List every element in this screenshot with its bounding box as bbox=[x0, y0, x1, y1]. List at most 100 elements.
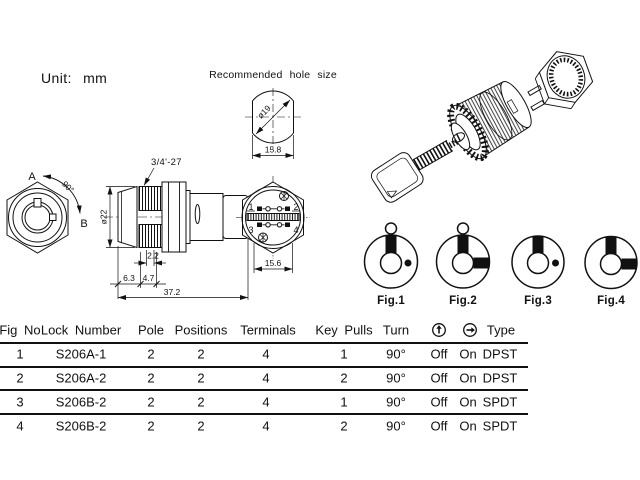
cell-turn: 90° bbox=[386, 418, 406, 434]
cell-fig-no: 2 bbox=[16, 370, 24, 386]
side-view-drawing: ø22 3/4'-27 2.2 6.3 4.7 37.2 bbox=[99, 157, 268, 300]
terminal-3-label: 3 bbox=[248, 225, 253, 235]
exploded-view-illustration bbox=[370, 51, 594, 203]
header-turn: Turn bbox=[382, 322, 410, 338]
fig3-diagram: Fig.3 bbox=[511, 235, 565, 307]
cell-key-pulls: 1 bbox=[340, 394, 348, 410]
rotation-arc-90deg bbox=[42, 174, 82, 214]
thread-spec-callout: 3/4'-27 bbox=[143, 157, 182, 186]
key-slot bbox=[246, 213, 300, 221]
cell-type: SPDT bbox=[482, 394, 518, 410]
cell-positions: 2 bbox=[197, 346, 205, 362]
fig4-label: Fig.4 bbox=[597, 295, 625, 307]
table-divider bbox=[0, 389, 528, 391]
cell-off: Off bbox=[430, 394, 448, 410]
screw-bottom bbox=[258, 232, 268, 243]
mounting-nut bbox=[534, 51, 594, 110]
cell-terminals: 4 bbox=[262, 418, 270, 434]
hole-outline bbox=[252, 90, 294, 144]
cell-on: On bbox=[459, 418, 477, 434]
fig4-diagram: Fig.4 bbox=[584, 235, 638, 307]
dim-front-sections: 6.3 4.7 bbox=[110, 246, 166, 299]
position-a-label: A bbox=[28, 171, 36, 183]
bezel-head bbox=[117, 185, 138, 249]
cell-positions: 2 bbox=[197, 370, 205, 386]
table-divider bbox=[0, 365, 528, 368]
header-lock-number: Lock Number bbox=[40, 322, 122, 338]
header-pole: Pole bbox=[137, 322, 165, 338]
dim-hole-width: 15.8 bbox=[252, 135, 294, 159]
key-shaft-knurl bbox=[413, 140, 453, 171]
cell-type: SPDT bbox=[482, 418, 518, 434]
table-divider bbox=[0, 412, 528, 415]
front-side-notch bbox=[49, 213, 57, 221]
thread-section-top bbox=[138, 186, 163, 211]
fig1-diagram: Fig.1 bbox=[363, 222, 419, 307]
rotation-angle-label: 90° bbox=[60, 179, 76, 195]
header-type: Type bbox=[486, 322, 516, 338]
key-removal-circle bbox=[456, 222, 470, 235]
hole-size-title: Recommended hole size bbox=[209, 69, 337, 81]
washer bbox=[185, 190, 191, 244]
terminal-contacts: 1 2 3 4 bbox=[247, 202, 300, 235]
cell-type: DPST bbox=[482, 346, 518, 362]
cell-lock-number: S206B-2 bbox=[55, 418, 107, 434]
header-terminals: Terminals bbox=[240, 322, 296, 338]
cell-key-pulls: 2 bbox=[340, 418, 348, 434]
key-position-figures: Fig.1 Fig.2 Fig.3 Fig.4 bbox=[363, 222, 638, 307]
cell-on: On bbox=[459, 370, 477, 386]
terminal-4-label: 4 bbox=[293, 225, 298, 235]
svg-text:15.6: 15.6 bbox=[265, 258, 282, 268]
dim-diameter-22: ø22 bbox=[99, 186, 135, 248]
cell-positions: 2 bbox=[197, 418, 205, 434]
fig3-label: Fig.3 bbox=[524, 295, 552, 307]
cell-positions: 2 bbox=[197, 394, 205, 410]
cell-key-pulls: 2 bbox=[340, 370, 348, 386]
svg-text:37.2: 37.2 bbox=[164, 287, 181, 297]
cell-turn: 90° bbox=[386, 370, 406, 386]
cell-fig-no: 4 bbox=[16, 418, 24, 434]
fig2-diagram: Fig.2 bbox=[435, 222, 491, 307]
back-view-drawing: 1 2 3 4 15 bbox=[236, 176, 310, 273]
nut-thread-ring bbox=[548, 57, 584, 97]
table-divider bbox=[0, 342, 528, 344]
circled-right-arrow-icon bbox=[463, 323, 478, 338]
dim-back-width: 15.6 bbox=[253, 243, 293, 273]
header-positions: Positions bbox=[174, 322, 228, 338]
dim-groove-2-2: 2.2 bbox=[134, 250, 166, 266]
cell-pole: 2 bbox=[147, 346, 155, 362]
hex-nut-profile bbox=[161, 181, 187, 253]
cell-on: On bbox=[459, 394, 477, 410]
svg-text:4.7: 4.7 bbox=[143, 273, 155, 283]
fig2-label: Fig.2 bbox=[449, 295, 477, 307]
cell-off: Off bbox=[430, 370, 448, 386]
cell-off: Off bbox=[430, 418, 448, 434]
cell-terminals: 4 bbox=[262, 370, 270, 386]
header-key-pulls: Key Pulls bbox=[315, 322, 373, 338]
cell-pole: 2 bbox=[147, 418, 155, 434]
front-view-drawing: A B 90° bbox=[6, 171, 88, 254]
cell-pole: 2 bbox=[147, 394, 155, 410]
key-removal-circle bbox=[384, 222, 398, 235]
svg-text:3/4'-27: 3/4'-27 bbox=[151, 157, 182, 168]
front-keyway-slot bbox=[33, 198, 42, 208]
key bbox=[370, 135, 467, 203]
cell-turn: 90° bbox=[386, 346, 406, 362]
cell-lock-number: S206B-2 bbox=[55, 394, 107, 410]
svg-text:ø22: ø22 bbox=[99, 209, 109, 224]
screw-top bbox=[279, 191, 289, 201]
terminal-1-label: 1 bbox=[248, 202, 253, 212]
svg-text:6.3: 6.3 bbox=[123, 273, 135, 283]
lock-body bbox=[447, 81, 545, 162]
cell-fig-no: 3 bbox=[16, 394, 24, 410]
cell-lock-number: S206A-2 bbox=[55, 370, 107, 386]
cell-terminals: 4 bbox=[262, 346, 270, 362]
cell-type: DPST bbox=[482, 370, 518, 386]
svg-text:2.2: 2.2 bbox=[147, 251, 159, 261]
barrel-slot bbox=[194, 204, 201, 224]
hole-size-drawing: Recommended hole size ø19 15.8 bbox=[209, 69, 337, 159]
cell-turn: 90° bbox=[386, 394, 406, 410]
terminal-2-label: 2 bbox=[293, 202, 298, 212]
